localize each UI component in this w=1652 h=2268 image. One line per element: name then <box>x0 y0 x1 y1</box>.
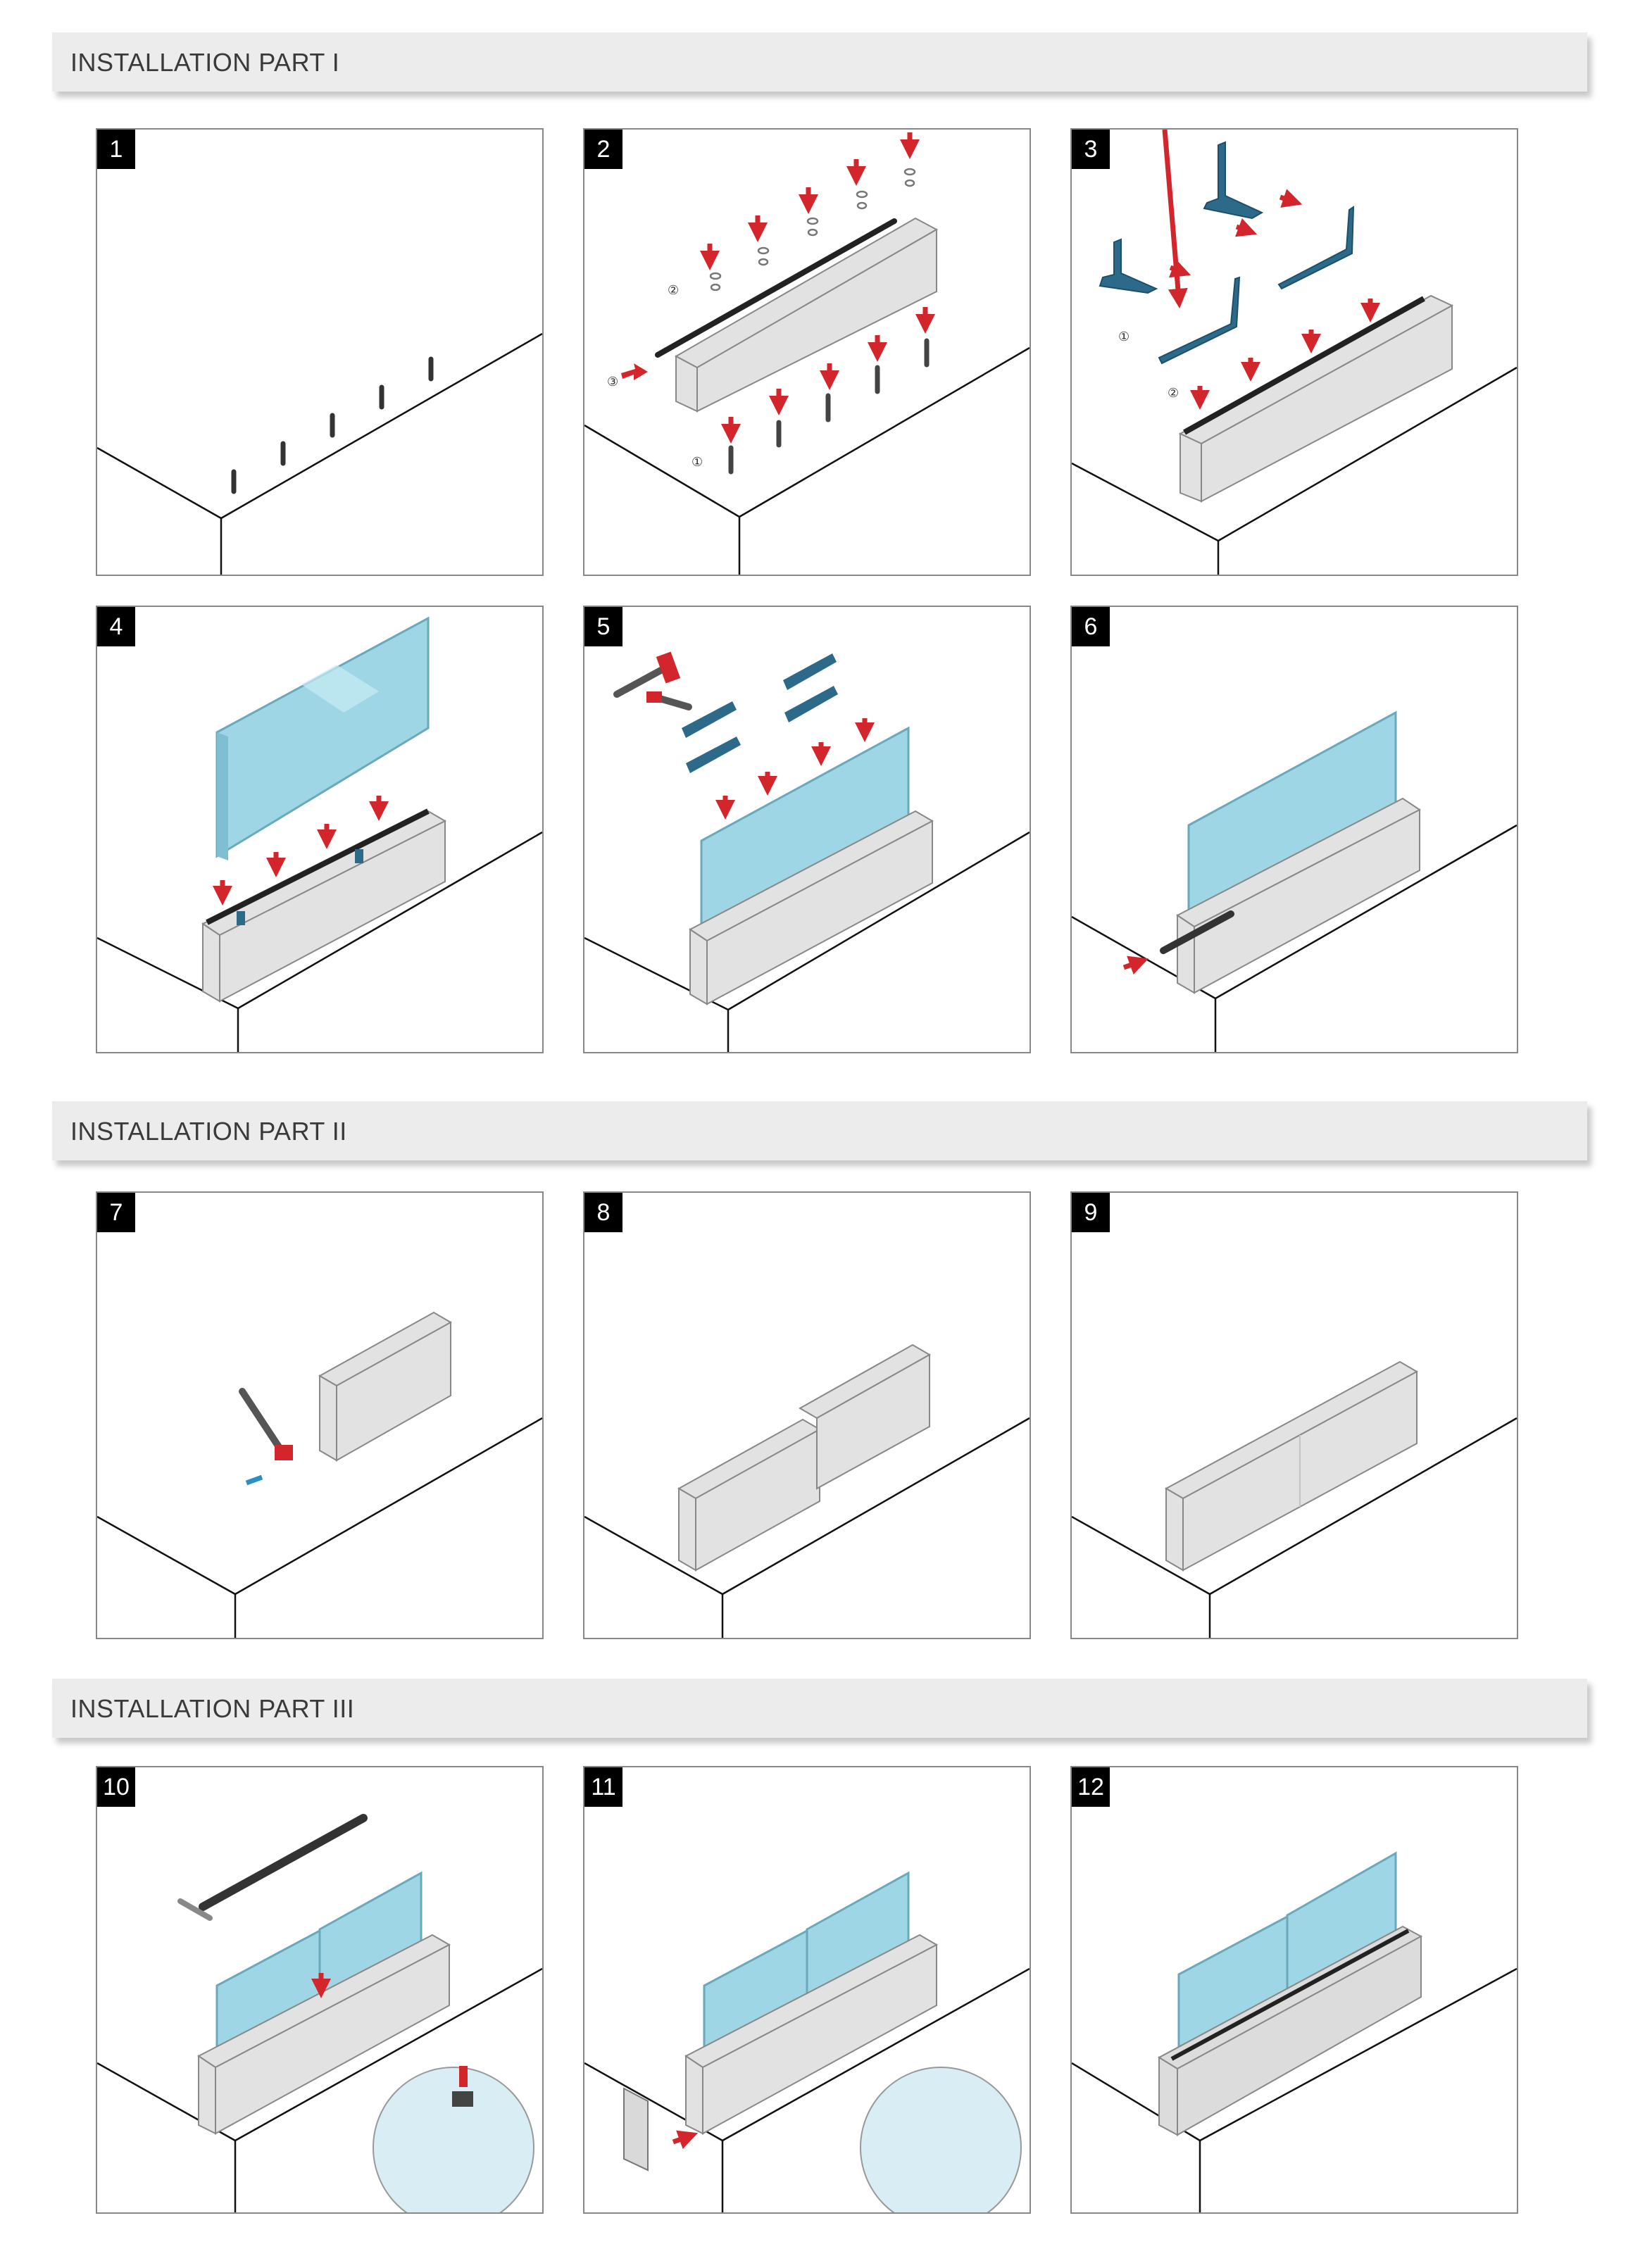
step-7-illustration <box>97 1311 542 1638</box>
callout-1: ① <box>692 455 703 470</box>
section-header-part-3: INSTALLATION PART III <box>52 1679 1587 1738</box>
step-number: 2 <box>584 130 622 169</box>
step-1-illustration <box>97 332 542 575</box>
section-title: INSTALLATION PART III <box>70 1694 355 1723</box>
step-5-illustration <box>584 651 1030 1052</box>
step-number: 9 <box>1072 1193 1110 1232</box>
step-number: 11 <box>584 1767 622 1807</box>
section-header-part-1: INSTALLATION PART I <box>52 32 1587 92</box>
section-title: INSTALLATION PART II <box>70 1117 347 1146</box>
step-4-illustration <box>97 616 542 1052</box>
step-number: 3 <box>1072 130 1110 169</box>
step-number: 12 <box>1072 1767 1110 1807</box>
step-panel-2: 2 <box>583 128 1031 576</box>
step-2-illustration: ① ② ③ <box>584 132 1030 575</box>
step-number: 6 <box>1072 607 1110 646</box>
step-panel-5: 5 <box>583 606 1031 1053</box>
step-panel-1: 1 <box>96 128 544 576</box>
step-3-illustration: ① ② <box>1072 130 1517 575</box>
step-panel-10: 10 <box>96 1766 544 2214</box>
step-number: 1 <box>97 130 135 169</box>
step-10-illustration <box>97 1814 542 2212</box>
callout-1: ① <box>1118 330 1130 344</box>
step-11-illustration <box>584 1871 1030 2212</box>
step-panel-6: 6 <box>1070 606 1518 1053</box>
step-8-illustration <box>584 1343 1030 1638</box>
step-6-illustration <box>1072 710 1517 1052</box>
step-12-illustration <box>1072 1851 1517 2212</box>
step-number: 8 <box>584 1193 622 1232</box>
step-panel-4: 4 <box>96 606 544 1053</box>
step-number: 10 <box>97 1767 135 1807</box>
step-number: 5 <box>584 607 622 646</box>
section-title: INSTALLATION PART I <box>70 48 340 77</box>
callout-2: ② <box>668 283 679 298</box>
callout-2: ② <box>1168 386 1179 401</box>
step-panel-7: 7 <box>96 1191 544 1639</box>
step-panel-8: 8 <box>583 1191 1031 1639</box>
callout-3: ③ <box>607 375 618 389</box>
step-number: 4 <box>97 607 135 646</box>
step-panel-9: 9 <box>1070 1191 1518 1639</box>
step-9-illustration <box>1072 1360 1517 1638</box>
step-number: 7 <box>97 1193 135 1232</box>
section-header-part-2: INSTALLATION PART II <box>52 1101 1587 1160</box>
step-panel-3: 3 ① ② <box>1070 128 1518 576</box>
step-panel-12: 12 <box>1070 1766 1518 2214</box>
step-panel-11: 11 <box>583 1766 1031 2214</box>
